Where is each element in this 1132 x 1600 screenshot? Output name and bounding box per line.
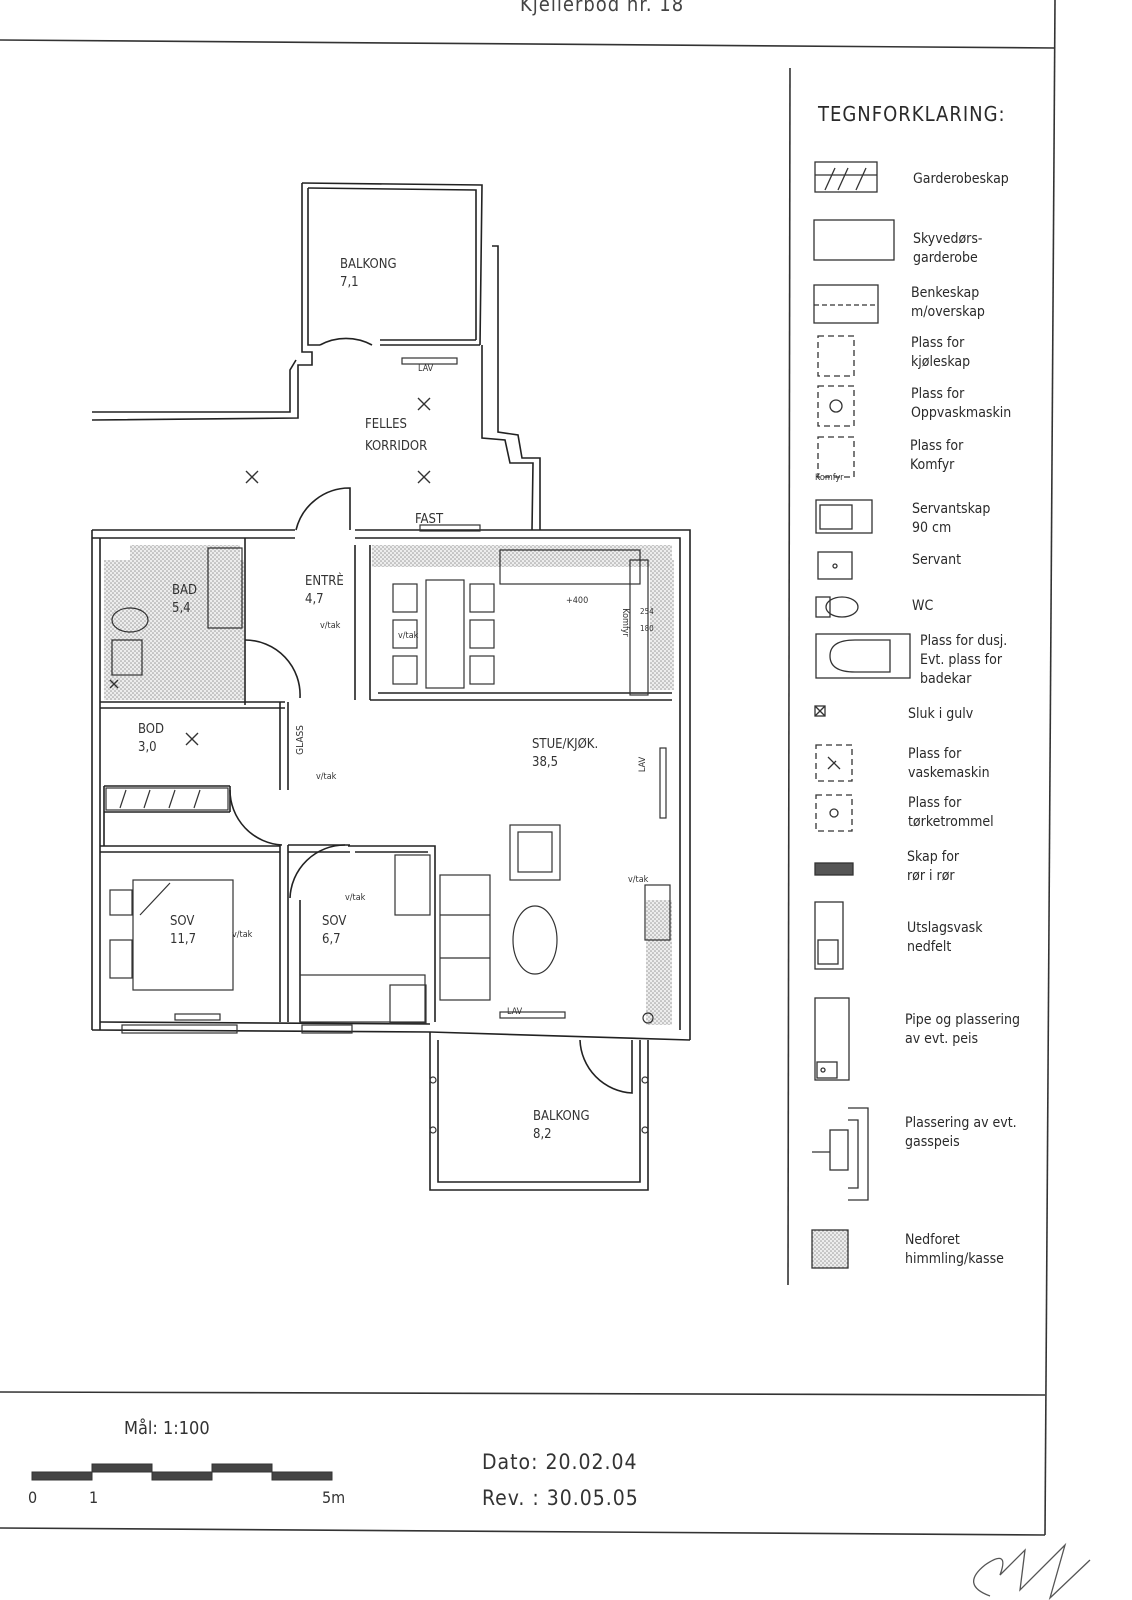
legend-title: TEGNFORKLARING: [818,102,1006,126]
vanity-cabinet-icon [815,499,873,534]
label-lav-top: LAV [418,364,434,374]
sliding-wardrobe-icon [813,219,895,261]
legend-item-0: Garderobeskap [913,171,1009,187]
washing-machine-icon [815,744,853,782]
drawing-date: Dato: 20.02.04 [482,1450,638,1474]
label-vtak-1: v/tak [320,621,341,631]
label-komfyr: Komfyr [619,608,630,637]
legend-item-3: Plass for kjøleskap [911,335,971,370]
floor-drain-icon [814,705,826,717]
wardrobe-icon [814,161,878,193]
stove-place-icon [817,436,855,478]
legend-item-16: Plassering av evt. gasspeis [905,1115,1017,1150]
legend-item-14: Utslagsvask nedfelt [907,920,983,955]
fridge-place-icon [817,335,855,377]
light-marks [109,397,431,746]
scale-tick-0: 0 [28,1488,38,1507]
furniture [105,357,671,1134]
label-glass: GLASS [294,725,306,755]
legend-item-7: Servant [912,552,962,568]
scale-bar [31,1463,333,1481]
lowered-ceiling-areas [104,545,674,1025]
pipe-cabinet-icon [814,862,854,876]
walls [91,182,691,1191]
gas-fireplace-icon [812,1107,869,1201]
label-vtak-2: v/tak [398,631,419,641]
label-vtak-4: v/tak [345,893,366,903]
utility-sink-icon [814,901,844,970]
legend-item-6: Servantskap 90 cm [912,501,991,536]
dishwasher-place-icon [817,385,855,427]
legend-item-17: Nedforet himmling/kasse [905,1232,1004,1267]
label-180: 180 [640,624,654,633]
legend-item-12: Plass for tørketrommel [908,795,994,830]
room-stue-kjokken: STUE/KJØK.38,5 [532,737,599,770]
legend-item-13: Skap for rør i rør [907,849,960,884]
label-lav-bottom: LAV [507,1007,523,1017]
legend-item-1: Skyvedørs- garderobe [913,231,983,266]
scale-tick-5m: 5m [322,1488,346,1507]
legend-item-10: Sluk i gulv [908,706,974,722]
legend-item-5: Plass for Komfyr [910,438,964,473]
label-vtak-5: v/tak [232,930,253,940]
legend-item-9: Plass for dusj. Evt. plass for badekar [920,633,1008,687]
label-fast: FAST [415,512,444,527]
counter-cabinet-icon [813,284,879,324]
label-lav-side: LAV [638,756,649,773]
bathtub-icon [815,633,911,679]
lowered-ceiling-icon [811,1229,849,1269]
wc-icon [815,596,859,618]
legend-item-15: Pipe og plassering av evt. peis [905,1012,1020,1047]
label-254: 254 [640,607,654,616]
legend-item-4: Plass for Oppvaskmaskin [911,386,1012,421]
legend-item-8: WC [912,598,934,614]
legend-item-11: Plass for vaskemaskin [908,746,990,781]
label-vtak-6: v/tak [628,875,649,885]
scale-tick-1: 1 [89,1488,99,1507]
chimney-icon [814,997,850,1081]
dryer-icon [815,794,853,832]
label-vtak-3: v/tak [316,772,337,782]
label-plus400: +400 [566,596,589,606]
page-frame [0,0,1056,1536]
page-title: Kjellerbod nr. 18 [520,0,685,16]
washbasin-icon [817,551,853,580]
signature [973,1542,1091,1600]
legend-icons [811,161,911,1269]
legend-komfyr-label: Komfyr [815,473,844,483]
drawing-revision: Rev. : 30.05.05 [482,1486,639,1510]
legend-item-2: Benkeskap m/overskap [911,285,985,320]
scale-label: Mål: 1:100 [124,1418,210,1439]
